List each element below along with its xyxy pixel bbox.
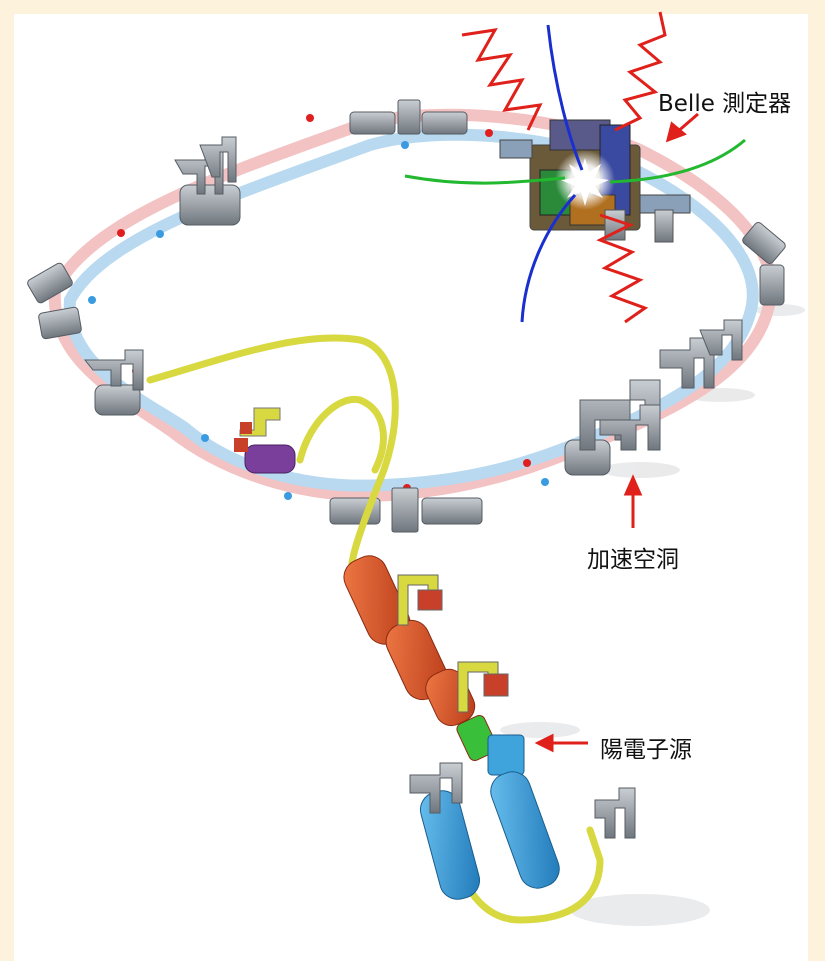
pointer-arrows — [534, 112, 699, 753]
positron-source-label: 陽電子源 — [600, 737, 692, 763]
page-frame-right — [808, 0, 825, 961]
positron-ring-path — [63, 128, 759, 492]
injection-element — [234, 407, 296, 474]
linac-stands — [397, 574, 509, 713]
belle-detector — [499, 119, 691, 243]
bottom-magnets — [409, 762, 636, 839]
electron-ring-path — [48, 108, 778, 502]
page-frame-left — [0, 0, 14, 961]
belle-detector-label: Belle 測定器 — [658, 91, 792, 117]
page-frame-top — [0, 0, 825, 14]
accelerating-cavity-label: 加速空洞 — [587, 547, 679, 573]
rf-cavity-structures — [83, 136, 743, 451]
positron-bunches — [88, 141, 549, 500]
photon-waves — [461, 11, 667, 324]
particle-tracks — [404, 24, 746, 323]
storage-ring — [48, 108, 778, 502]
